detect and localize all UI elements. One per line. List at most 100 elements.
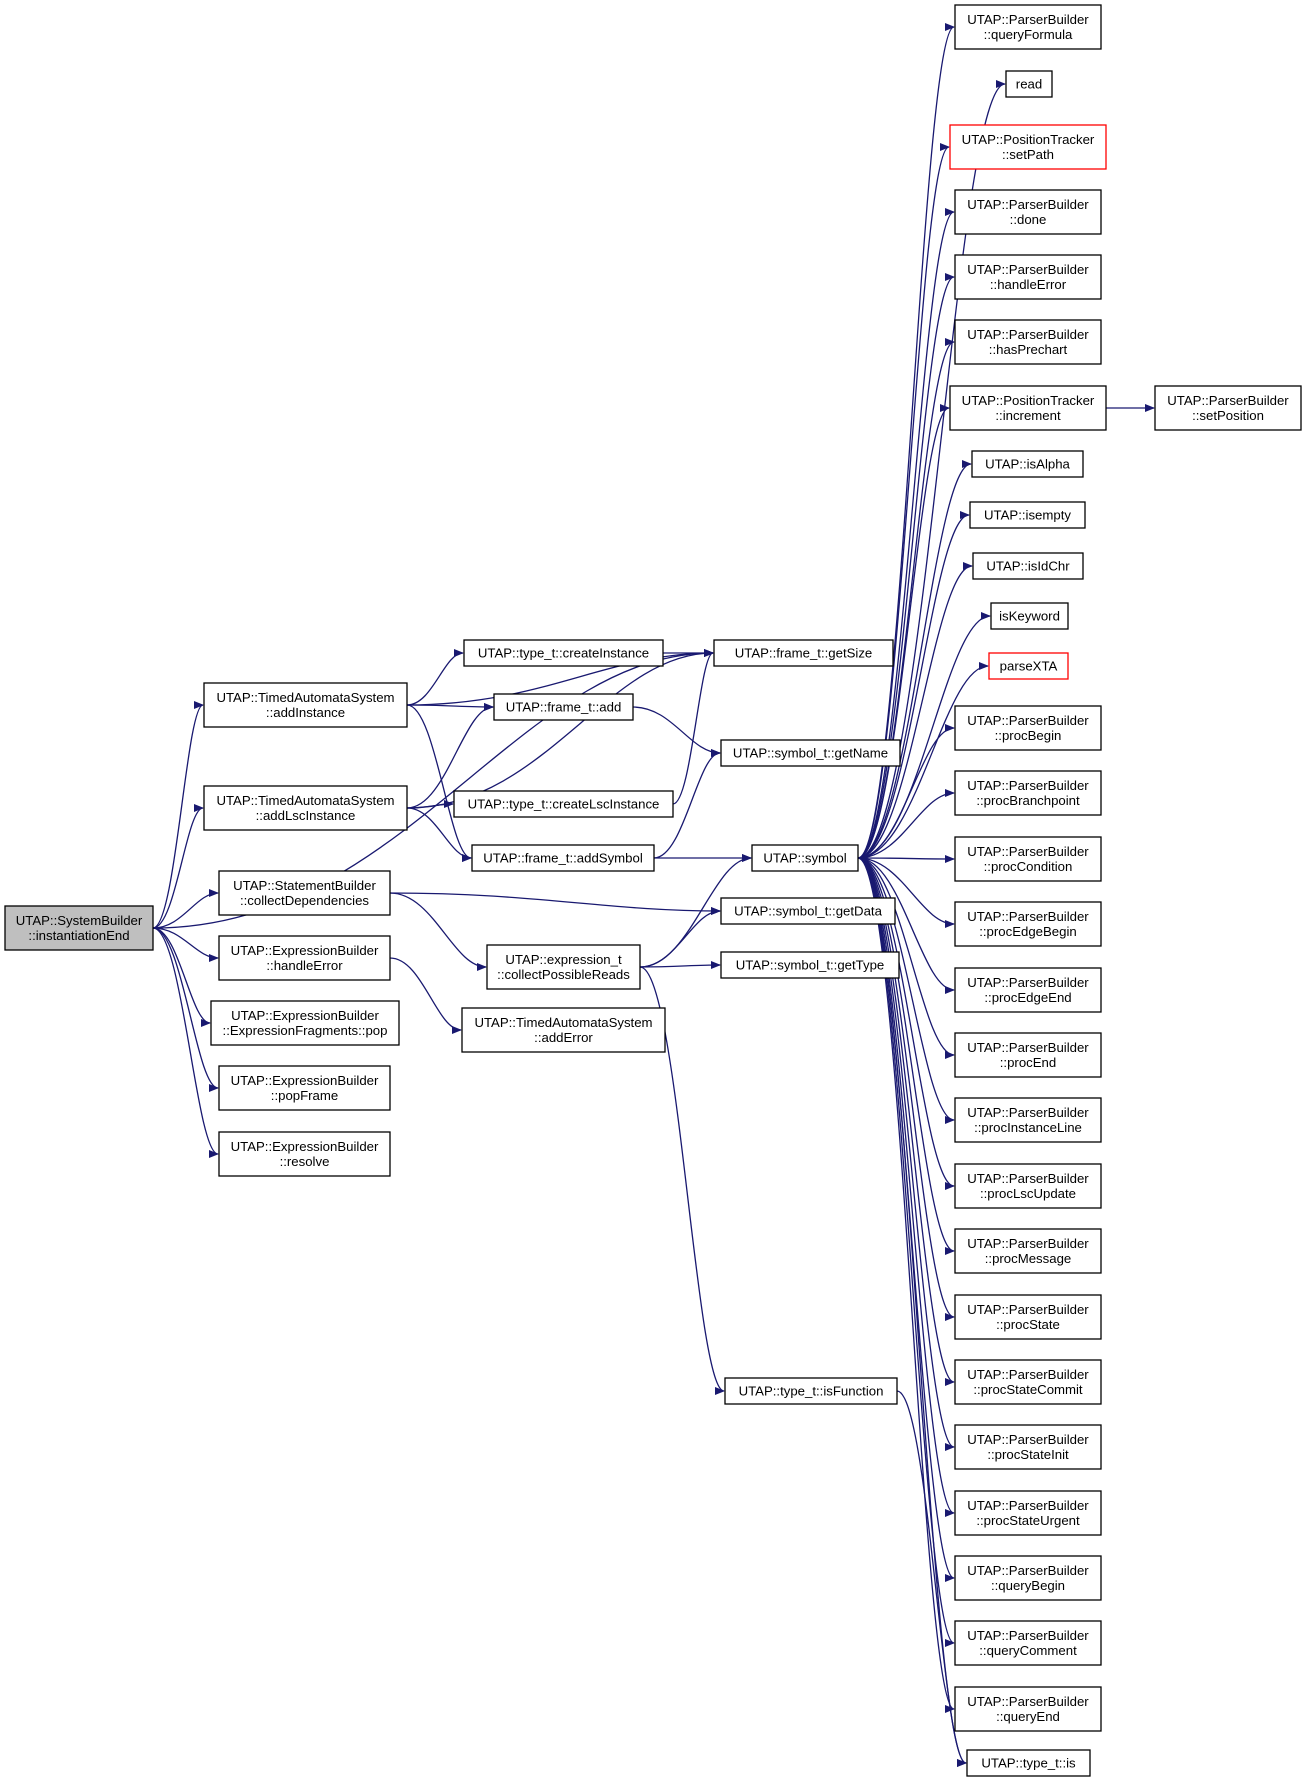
node-box[interactable]	[988, 652, 1069, 680]
node-increment[interactable]: UTAP::PositionTracker::increment	[949, 385, 1107, 431]
node-box[interactable]	[954, 901, 1102, 947]
node-procBranchpoint[interactable]: UTAP::ParserBuilder::procBranchpoint	[954, 770, 1102, 816]
node-box[interactable]	[954, 319, 1102, 365]
node-box[interactable]	[713, 639, 894, 667]
node-getData[interactable]: UTAP::symbol_t::getData	[720, 897, 896, 925]
node-procStateUrgent[interactable]: UTAP::ParserBuilder::procStateUrgent	[954, 1490, 1102, 1536]
node-box[interactable]	[724, 1377, 898, 1405]
node-createInstance[interactable]: UTAP::type_t::createInstance	[463, 639, 664, 667]
node-box[interactable]	[720, 739, 901, 767]
node-box[interactable]	[990, 602, 1069, 630]
node-procInstanceLine[interactable]: UTAP::ParserBuilder::procInstanceLine	[954, 1097, 1102, 1143]
node-box[interactable]	[954, 1424, 1102, 1470]
node-isKeyword[interactable]: isKeyword	[990, 602, 1069, 630]
node-procEdgeEnd[interactable]: UTAP::ParserBuilder::procEdgeEnd	[954, 967, 1102, 1013]
node-procEnd[interactable]: UTAP::ParserBuilder::procEnd	[954, 1032, 1102, 1078]
node-box[interactable]	[971, 450, 1084, 478]
node-resolve[interactable]: UTAP::ExpressionBuilder::resolve	[218, 1131, 391, 1177]
node-box[interactable]	[972, 552, 1084, 580]
node-procLscUpdate[interactable]: UTAP::ParserBuilder::procLscUpdate	[954, 1163, 1102, 1209]
node-box[interactable]	[954, 4, 1102, 50]
node-frameAdd[interactable]: UTAP::frame_t::add	[493, 693, 634, 721]
node-box[interactable]	[210, 1000, 400, 1046]
node-isIdChr[interactable]: UTAP::isIdChr	[972, 552, 1084, 580]
node-procEdgeBegin[interactable]: UTAP::ParserBuilder::procEdgeBegin	[954, 901, 1102, 947]
node-box[interactable]	[218, 1131, 391, 1177]
node-box[interactable]	[954, 770, 1102, 816]
node-box[interactable]	[954, 1163, 1102, 1209]
node-box[interactable]	[949, 385, 1107, 431]
node-box[interactable]	[453, 790, 674, 818]
node-getType[interactable]: UTAP::symbol_t::getType	[720, 951, 900, 979]
node-box[interactable]	[954, 254, 1102, 300]
node-pbHandleError[interactable]: UTAP::ParserBuilder::handleError	[954, 254, 1102, 300]
node-popFrame[interactable]: UTAP::ExpressionBuilder::popFrame	[218, 1065, 391, 1111]
node-done[interactable]: UTAP::ParserBuilder::done	[954, 189, 1102, 235]
node-box[interactable]	[949, 124, 1107, 170]
node-box[interactable]	[218, 935, 391, 981]
node-setPosition[interactable]: UTAP::ParserBuilder::setPosition	[1154, 385, 1302, 431]
node-queryFormula[interactable]: UTAP::ParserBuilder::queryFormula	[954, 4, 1102, 50]
node-procCondition[interactable]: UTAP::ParserBuilder::procCondition	[954, 836, 1102, 882]
node-box[interactable]	[954, 1490, 1102, 1536]
node-collectPossibleReads[interactable]: UTAP::expression_t::collectPossibleReads	[486, 944, 641, 990]
node-box[interactable]	[1154, 385, 1302, 431]
node-box[interactable]	[966, 1749, 1091, 1777]
node-box[interactable]	[954, 705, 1102, 751]
node-box[interactable]	[954, 1228, 1102, 1274]
node-box[interactable]	[218, 1065, 391, 1111]
node-box[interactable]	[751, 844, 859, 872]
node-box[interactable]	[969, 501, 1086, 529]
node-getName[interactable]: UTAP::symbol_t::getName	[720, 739, 901, 767]
node-queryBegin[interactable]: UTAP::ParserBuilder::queryBegin	[954, 1555, 1102, 1601]
node-box[interactable]	[954, 1686, 1102, 1732]
node-queryComment[interactable]: UTAP::ParserBuilder::queryComment	[954, 1620, 1102, 1666]
node-hasPrechart[interactable]: UTAP::ParserBuilder::hasPrechart	[954, 319, 1102, 365]
node-procStateCommit[interactable]: UTAP::ParserBuilder::procStateCommit	[954, 1359, 1102, 1405]
node-box[interactable]	[954, 1620, 1102, 1666]
node-getSize[interactable]: UTAP::frame_t::getSize	[713, 639, 894, 667]
node-box[interactable]	[463, 639, 664, 667]
node-fragmentsPop[interactable]: UTAP::ExpressionBuilder::ExpressionFragm…	[210, 1000, 400, 1046]
node-setPath[interactable]: UTAP::PositionTracker::setPath	[949, 124, 1107, 170]
node-addInstance[interactable]: UTAP::TimedAutomataSystem::addInstance	[203, 682, 408, 728]
node-createLscInstance[interactable]: UTAP::type_t::createLscInstance	[453, 790, 674, 818]
node-box[interactable]	[203, 682, 408, 728]
node-box[interactable]	[218, 870, 391, 916]
node-box[interactable]	[954, 1555, 1102, 1601]
node-box[interactable]	[954, 1359, 1102, 1405]
node-addError[interactable]: UTAP::TimedAutomataSystem::addError	[461, 1007, 666, 1053]
node-symbol[interactable]: UTAP::symbol	[751, 844, 859, 872]
node-box[interactable]	[471, 844, 655, 872]
node-box[interactable]	[954, 1032, 1102, 1078]
node-procMessage[interactable]: UTAP::ParserBuilder::procMessage	[954, 1228, 1102, 1274]
node-box[interactable]	[4, 905, 154, 951]
node-typeIs[interactable]: UTAP::type_t::is	[966, 1749, 1091, 1777]
node-box[interactable]	[954, 1294, 1102, 1340]
node-procState[interactable]: UTAP::ParserBuilder::procState	[954, 1294, 1102, 1340]
node-isFunction[interactable]: UTAP::type_t::isFunction	[724, 1377, 898, 1405]
node-box[interactable]	[954, 836, 1102, 882]
node-parseXTA[interactable]: parseXTA	[988, 652, 1069, 680]
node-isAlpha[interactable]: UTAP::isAlpha	[971, 450, 1084, 478]
node-read[interactable]: read	[1005, 70, 1053, 98]
node-box[interactable]	[203, 785, 408, 831]
node-box[interactable]	[486, 944, 641, 990]
node-instantiationEnd[interactable]: UTAP::SystemBuilder::instantiationEnd	[4, 905, 154, 951]
node-addSymbol[interactable]: UTAP::frame_t::addSymbol	[471, 844, 655, 872]
node-box[interactable]	[954, 967, 1102, 1013]
node-addLscInstance[interactable]: UTAP::TimedAutomataSystem::addLscInstanc…	[203, 785, 408, 831]
node-ebHandleError[interactable]: UTAP::ExpressionBuilder::handleError	[218, 935, 391, 981]
node-queryEnd[interactable]: UTAP::ParserBuilder::queryEnd	[954, 1686, 1102, 1732]
node-box[interactable]	[720, 897, 896, 925]
node-box[interactable]	[461, 1007, 666, 1053]
node-box[interactable]	[954, 189, 1102, 235]
node-isempty[interactable]: UTAP::isempty	[969, 501, 1086, 529]
node-procBegin[interactable]: UTAP::ParserBuilder::procBegin	[954, 705, 1102, 751]
node-box[interactable]	[720, 951, 900, 979]
node-box[interactable]	[954, 1097, 1102, 1143]
node-collectDependencies[interactable]: UTAP::StatementBuilder::collectDependenc…	[218, 870, 391, 916]
node-box[interactable]	[493, 693, 634, 721]
node-box[interactable]	[1005, 70, 1053, 98]
node-procStateInit[interactable]: UTAP::ParserBuilder::procStateInit	[954, 1424, 1102, 1470]
